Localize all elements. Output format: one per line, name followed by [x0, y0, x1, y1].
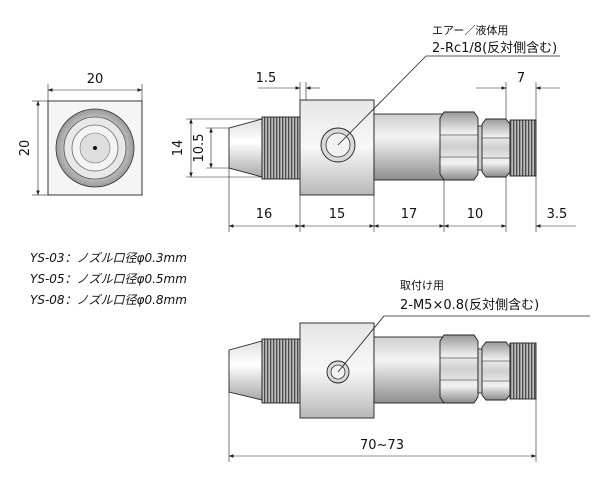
air-port-label: エアー／液体用 — [432, 23, 508, 37]
dim-3-5: 3.5 — [547, 207, 568, 222]
spec-ys-08: YS-08：ノズル口径φ0.8mm — [30, 293, 187, 307]
side-view-top — [186, 55, 576, 232]
dim-17: 17 — [401, 207, 418, 222]
dim-15: 15 — [329, 207, 346, 222]
dim-1-5: 1.5 — [256, 71, 277, 86]
dim-10: 10 — [467, 207, 484, 222]
dim-16: 16 — [256, 207, 273, 222]
overall-length-dim: 70~73 — [360, 438, 404, 453]
end-view-height-dim: 20 — [18, 140, 33, 157]
air-port-thread: 2-Rc1/8(反対側含む) — [432, 40, 557, 56]
mount-hole-thread: 2-M5×0.8(反対側含む) — [400, 297, 539, 313]
spec-ys-05: YS-05：ノズル口径φ0.5mm — [30, 272, 187, 286]
spec-ys-03: YS-03：ノズル口径φ0.3mm — [30, 251, 187, 265]
dim-height-10-5: 10.5 — [192, 134, 207, 163]
side-view-bottom — [228, 315, 590, 462]
mount-hole-label: 取付け用 — [400, 279, 444, 292]
dim-7: 7 — [517, 71, 525, 86]
end-view-width-dim: 20 — [87, 72, 104, 87]
dim-height-14: 14 — [171, 140, 186, 157]
end-view — [32, 84, 143, 196]
